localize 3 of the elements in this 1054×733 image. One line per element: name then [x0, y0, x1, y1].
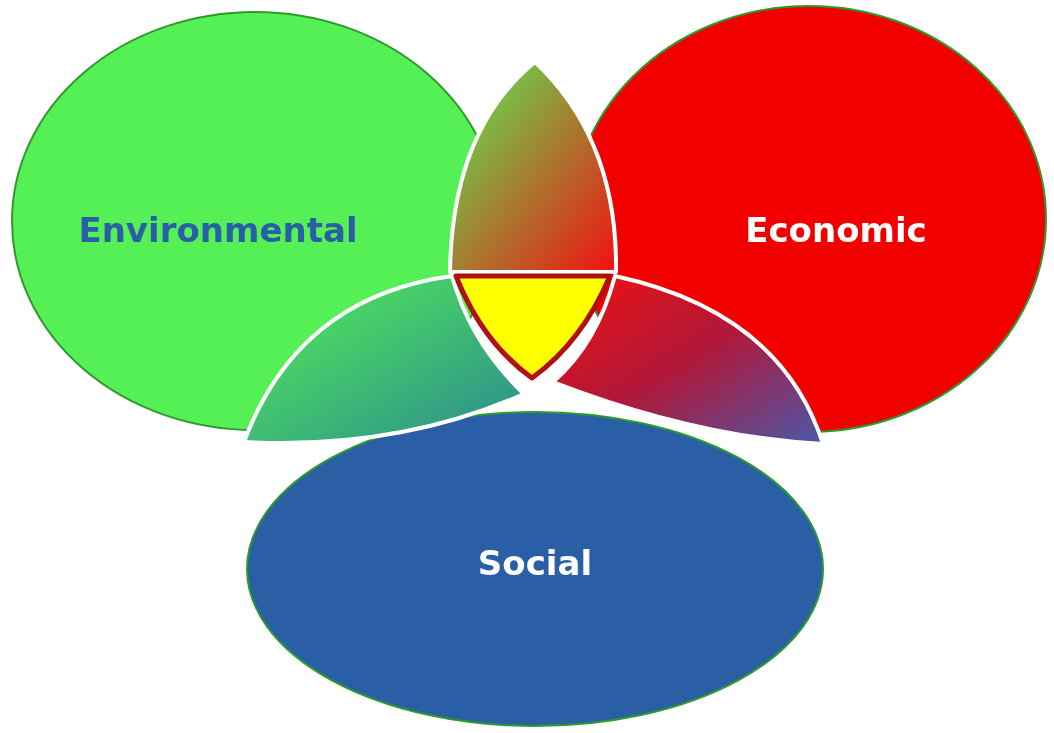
circle-label: Social — [477, 543, 593, 583]
circle-label: Environmental — [78, 210, 358, 250]
circle-label: Economic — [745, 210, 927, 250]
